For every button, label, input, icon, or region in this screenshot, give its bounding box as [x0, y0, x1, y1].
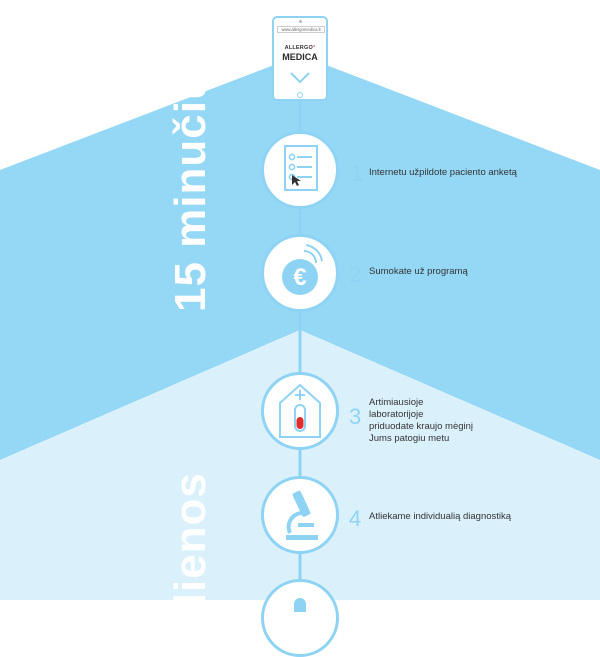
tablet-camera — [299, 20, 302, 23]
checklist-icon — [284, 145, 318, 191]
step-3-line-4: Jums patogiu metu — [369, 433, 450, 444]
chevron-down-icon[interactable] — [274, 68, 326, 88]
step-2-number: 2 — [349, 262, 362, 287]
step-4-node — [261, 476, 339, 554]
step-2-node: € — [261, 234, 339, 312]
brand-dot: ° — [312, 45, 316, 51]
step-3-line-1: Artimiausioje — [369, 397, 424, 408]
brand-top-text: ALLERGO — [284, 45, 313, 51]
step-1-text: Internetu užpildote paciento anketą — [369, 167, 517, 179]
brand-logo-bottom: MEDICA — [282, 52, 318, 62]
step-1-node — [261, 131, 339, 209]
step-3-number: 3 — [349, 404, 362, 429]
step-1-number: 1 — [351, 161, 364, 186]
tablet-home-button — [297, 92, 303, 98]
euro-payment-icon: € — [282, 244, 323, 295]
step-3-node — [261, 372, 339, 450]
step-2-line-1: Sumokate už programą — [369, 266, 468, 277]
brand-logo-top: ALLERGO° — [274, 45, 326, 51]
step-3-text: Artimiausioje laboratorijoje priduodate … — [369, 397, 473, 445]
step-4-line-1: Atliekame individualią diagnostiką — [369, 511, 512, 522]
tablet-url: www.allergomedica.lt — [277, 26, 325, 33]
svg-text:€: € — [293, 264, 306, 291]
step-5-node — [261, 579, 339, 657]
phase-label-days: dienos — [166, 472, 215, 620]
phase-label-duration: 15 minučių — [166, 72, 215, 312]
step-3-line-3: priduodate kraujo mėginį — [369, 421, 474, 432]
step-1-line-1: Internetu užpildote paciento anketą — [369, 167, 517, 178]
step-3-line-2: laboratorijoje — [369, 409, 424, 420]
step-2-text: Sumokate už programą — [369, 266, 468, 278]
partial-step-icon — [294, 598, 306, 612]
step-4-text: Atliekame individualią diagnostiką — [369, 511, 511, 523]
tablet-device: www.allergomedica.lt ALLERGO° MEDICA — [272, 16, 328, 101]
microscope-icon — [286, 490, 318, 540]
step-4-number: 4 — [349, 506, 362, 531]
blood-lab-icon — [279, 383, 321, 438]
